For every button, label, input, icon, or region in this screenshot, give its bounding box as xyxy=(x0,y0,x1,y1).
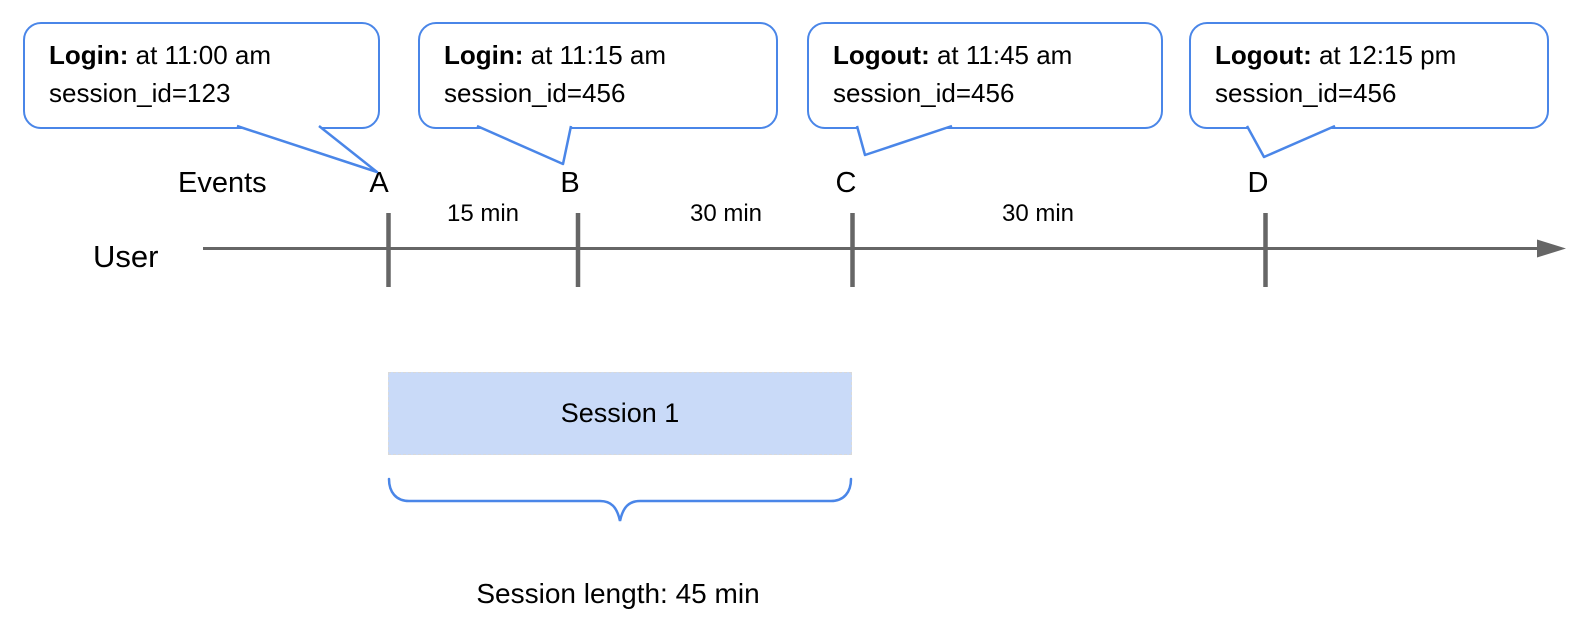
callout-login-a: Login: at 11:00 am session_id=123 xyxy=(23,22,380,129)
callout-line1: Logout: at 12:15 pm xyxy=(1215,40,1456,70)
session-1-box: Session 1 xyxy=(388,372,852,455)
callout-tail-a xyxy=(236,124,379,174)
session-id-label: session_id=123 xyxy=(49,77,231,108)
session-length-brace xyxy=(387,477,853,522)
session-id-label: session_id=456 xyxy=(1215,77,1397,108)
event-marker-d: D xyxy=(1247,167,1269,199)
event-time-label: at 11:15 am xyxy=(523,40,667,70)
callout-tail-c xyxy=(855,124,953,157)
session-1-label: Session 1 xyxy=(560,398,680,428)
callout-line1: Login: at 11:15 am xyxy=(444,40,666,70)
event-time-label: at 12:15 pm xyxy=(1311,40,1457,70)
event-type-label: Logout: xyxy=(833,40,930,70)
event-marker-c: C xyxy=(835,167,857,199)
event-type-label: Login: xyxy=(49,40,129,70)
callout-tail-d xyxy=(1245,124,1336,159)
user-row-label: User xyxy=(93,239,159,274)
callout-tail-b xyxy=(476,124,573,166)
session-id-label: session_id=456 xyxy=(444,77,626,108)
event-marker-b: B xyxy=(560,167,580,199)
session-length-label: Session length: 45 min xyxy=(476,578,760,609)
event-time-label: at 11:00 am xyxy=(128,40,272,70)
events-row-label: Events xyxy=(178,167,267,199)
callout-logout-d: Logout: at 12:15 pm session_id=456 xyxy=(1189,22,1549,129)
event-type-label: Login: xyxy=(444,40,524,70)
session-id-label: session_id=456 xyxy=(833,77,1015,108)
event-marker-a: A xyxy=(369,167,389,199)
timeline-arrowhead-icon xyxy=(1537,239,1566,258)
event-time-label: at 11:45 am xyxy=(929,40,1073,70)
interval-label-a-b: 15 min xyxy=(446,200,520,227)
interval-label-b-c: 30 min xyxy=(689,200,763,227)
event-type-label: Logout: xyxy=(1215,40,1312,70)
callout-logout-c: Logout: at 11:45 am session_id=456 xyxy=(807,22,1163,129)
interval-label-c-d: 30 min xyxy=(1001,200,1075,227)
callout-login-b: Login: at 11:15 am session_id=456 xyxy=(418,22,778,129)
callout-line1: Login: at 11:00 am xyxy=(49,40,271,70)
callout-line1: Logout: at 11:45 am xyxy=(833,40,1072,70)
